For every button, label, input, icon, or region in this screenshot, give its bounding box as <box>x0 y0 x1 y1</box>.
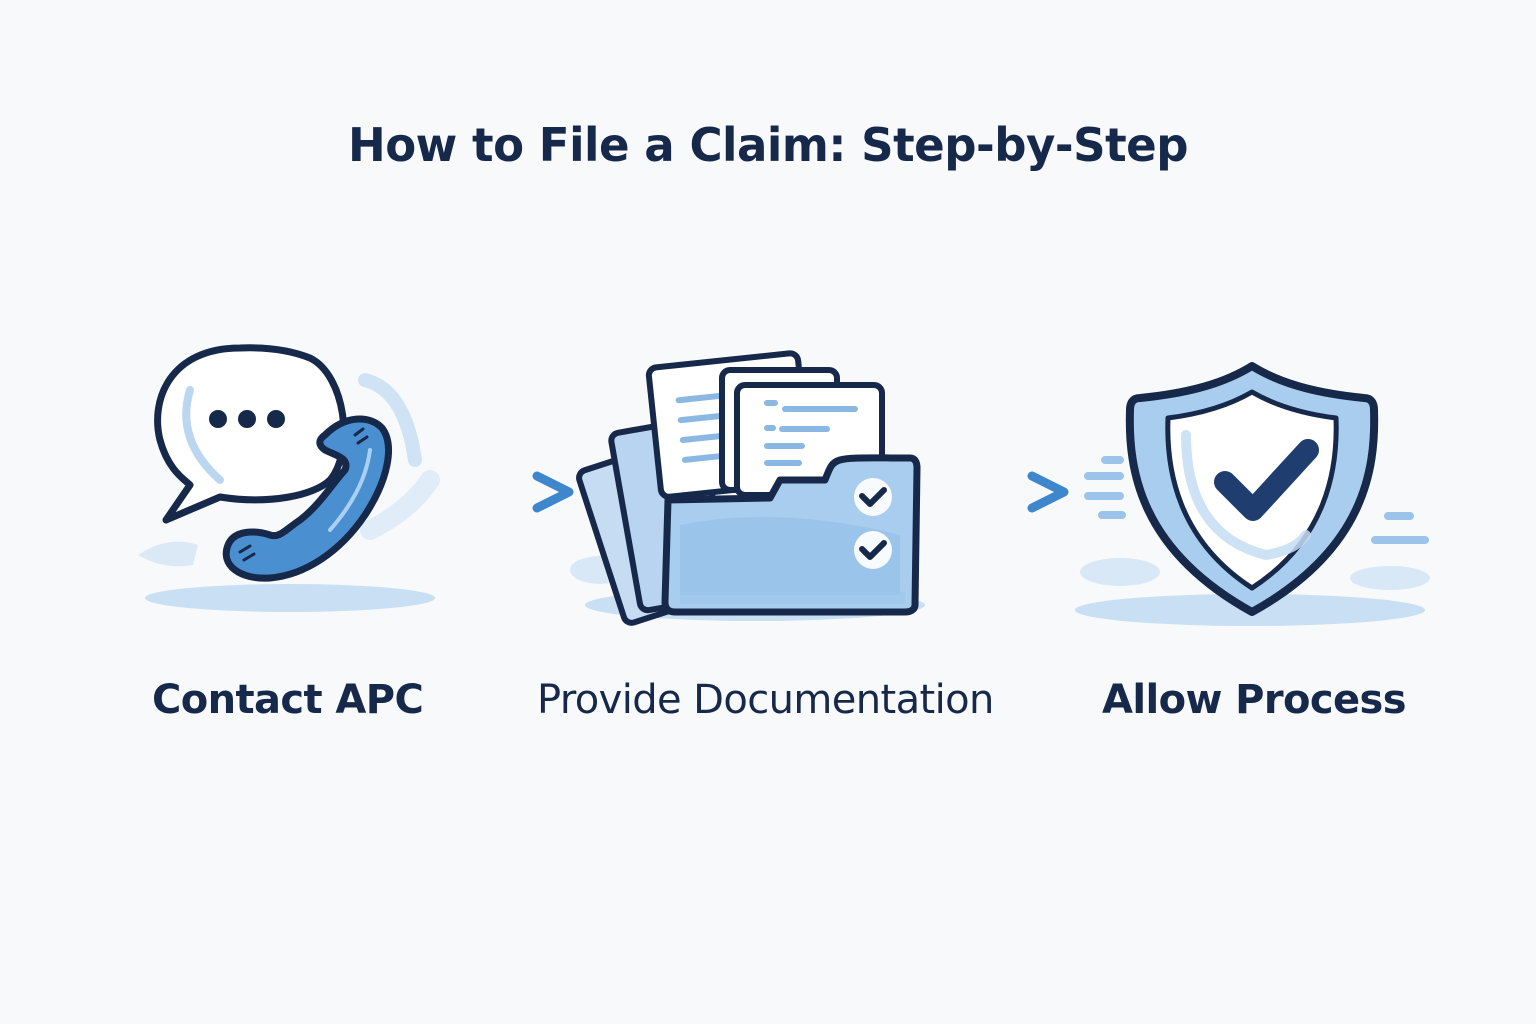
phone-chat-icon <box>138 344 440 612</box>
shield-check-icon <box>1075 362 1430 626</box>
shield-inner <box>1165 389 1339 591</box>
shadow-ellipse <box>145 584 435 612</box>
arrow-right-icon <box>450 471 574 513</box>
dot <box>267 410 285 428</box>
check-icon <box>859 540 887 560</box>
step-label-provide-documentation: Provide Documentation <box>537 677 994 723</box>
dot <box>238 410 256 428</box>
dot <box>209 410 227 428</box>
folder-documents-icon <box>570 350 925 626</box>
step-label-allow-process: Allow Process <box>1102 677 1407 723</box>
arrow-right-icon <box>945 471 1069 513</box>
page-title: How to File a Claim: Step-by-Step <box>347 118 1189 172</box>
step-label-contact-apc: Contact APC <box>152 677 424 723</box>
check-icon <box>1214 439 1319 521</box>
chat-bubble <box>154 344 348 524</box>
phone-handset <box>222 415 392 582</box>
check-icon <box>859 487 887 507</box>
